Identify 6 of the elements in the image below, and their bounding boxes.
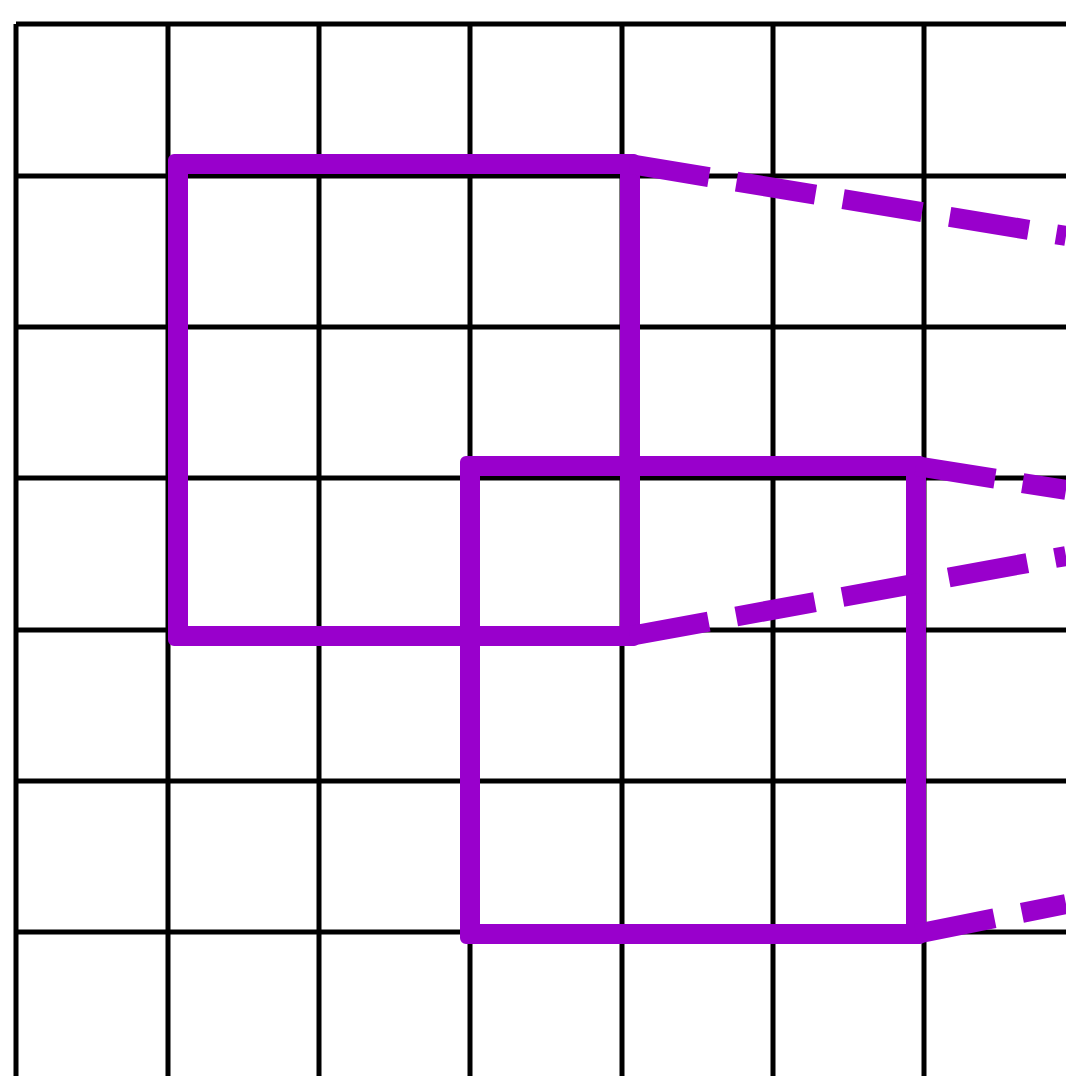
square-outline <box>168 154 640 646</box>
dashed-line <box>914 456 1066 500</box>
dashed-line <box>628 546 1066 646</box>
dashed-line <box>628 154 1066 246</box>
dashed-line <box>914 894 1066 944</box>
square-outline <box>460 456 926 944</box>
